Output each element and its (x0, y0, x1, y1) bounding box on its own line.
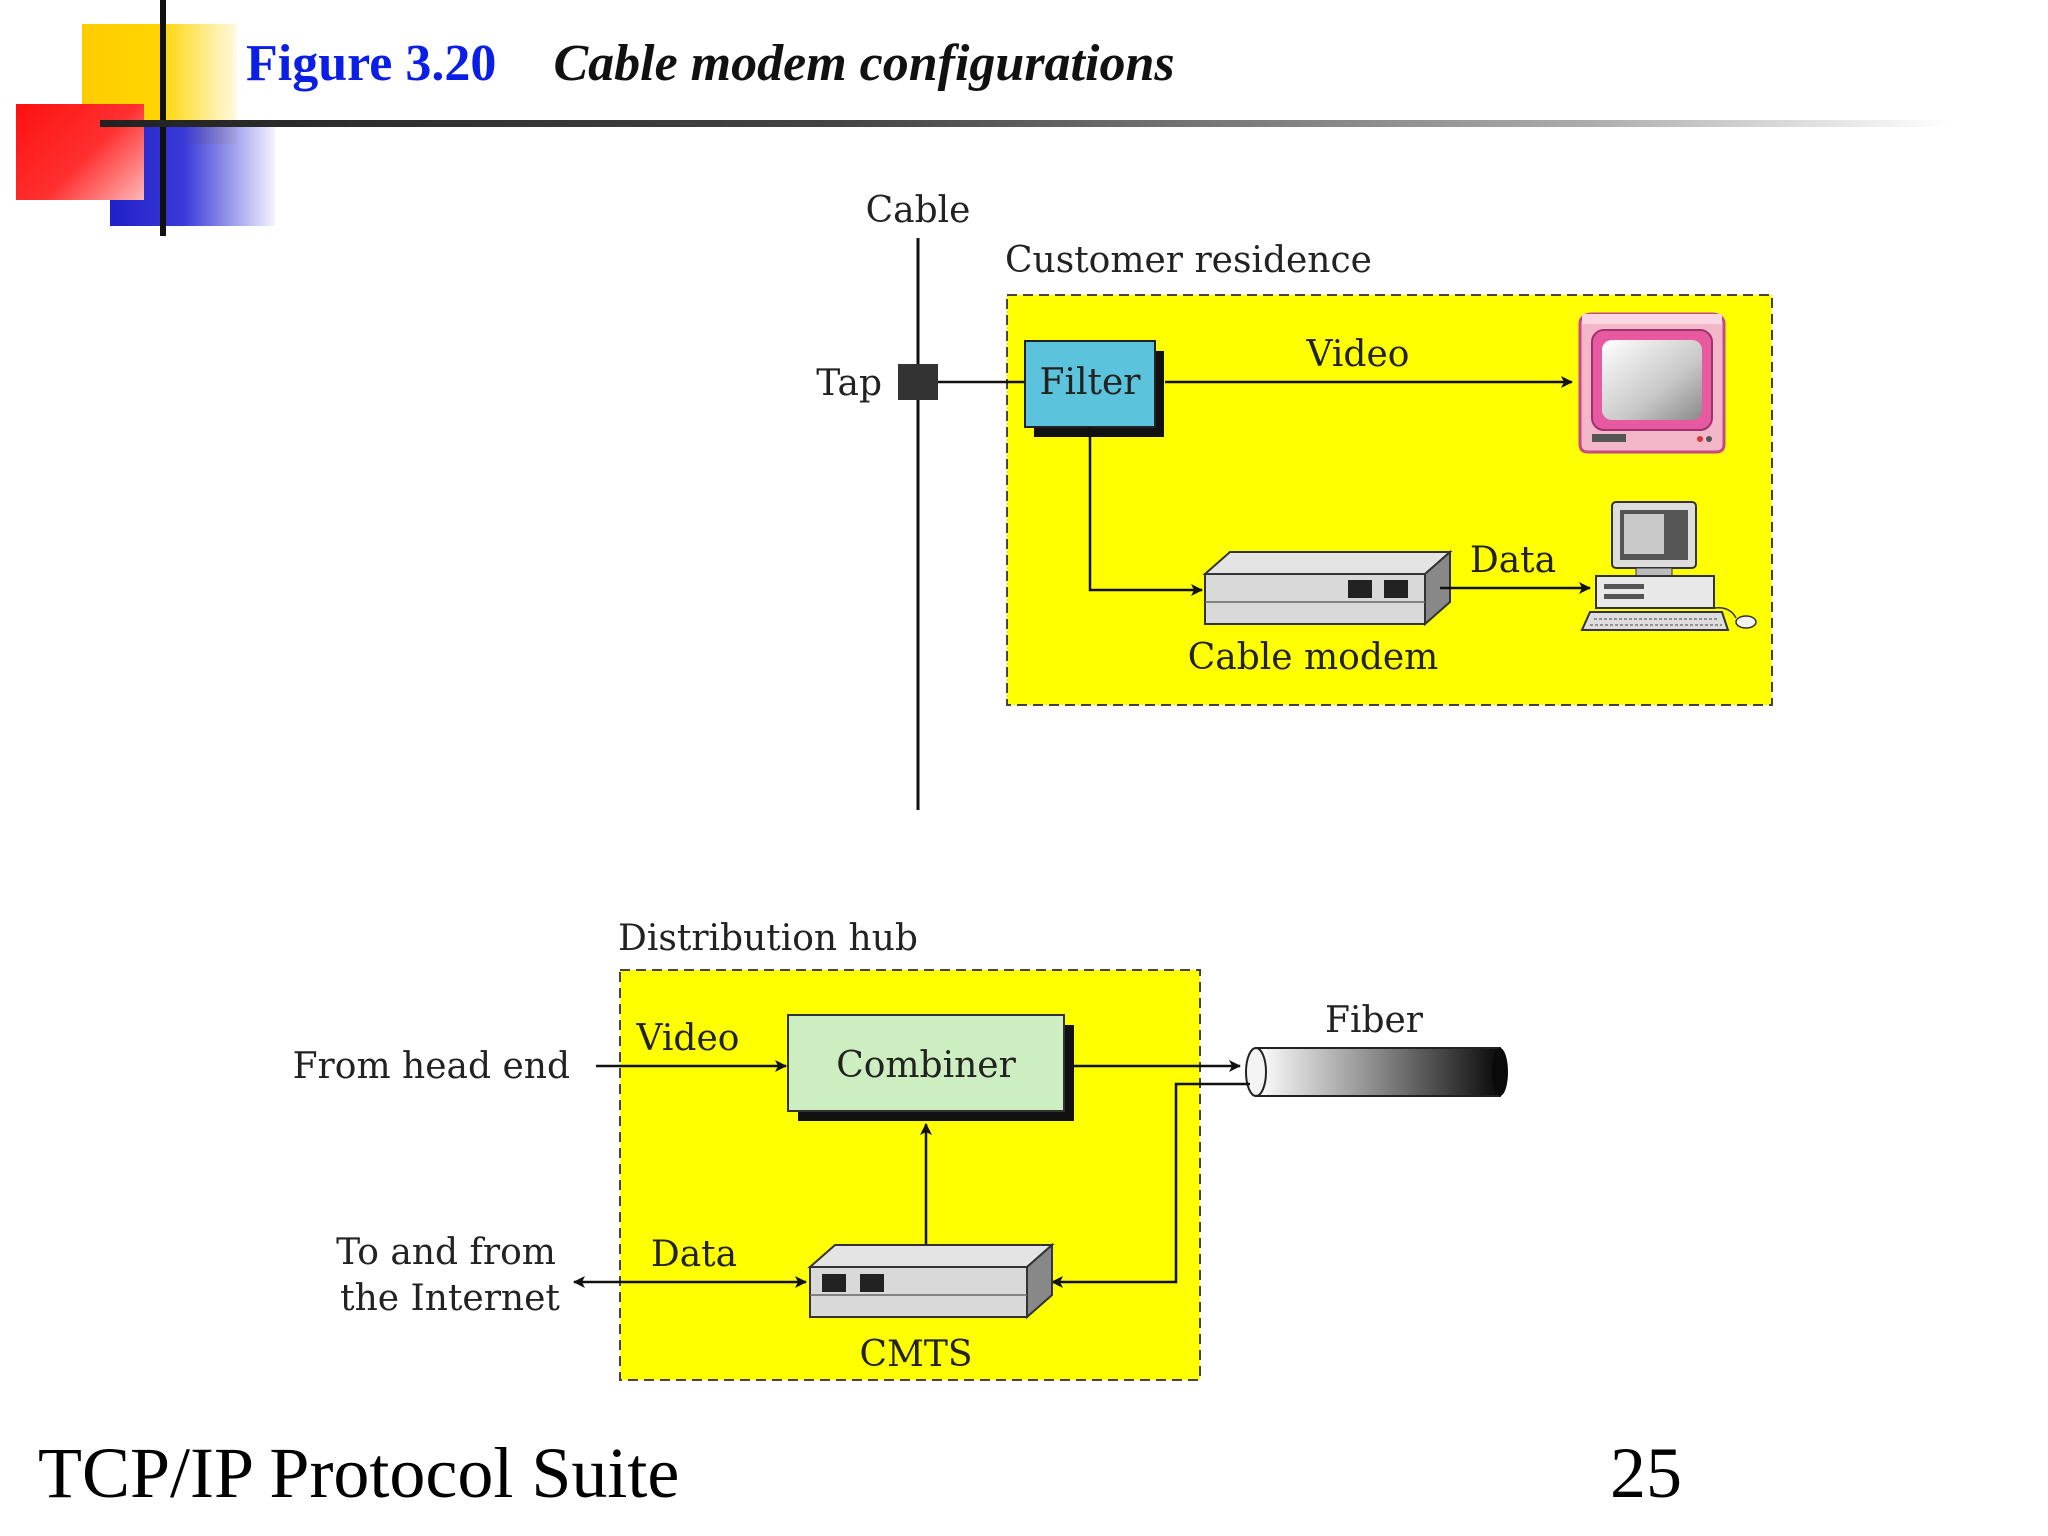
filter-label: Filter (1040, 362, 1142, 403)
fiber-to-cmts-arrow (1051, 1082, 1250, 1288)
figure-number: Figure 3.20 (246, 35, 497, 92)
television-icon (1578, 312, 1726, 454)
footer-title: TCP/IP Protocol Suite (38, 1433, 680, 1513)
cable-modem-label: Cable modem (1188, 637, 1439, 678)
combiner-label: Combiner (836, 1045, 1016, 1086)
data-label-bottom: Data (651, 1234, 737, 1275)
from-head-end-label: From head end (293, 1046, 570, 1087)
distribution-hub-label: Distribution hub (618, 918, 918, 959)
cmts-label: CMTS (859, 1334, 972, 1375)
cmts-icon (807, 1242, 1055, 1320)
page-number: 25 (1610, 1433, 1682, 1513)
combiner-box (787, 1014, 1065, 1112)
computer-icon (1580, 501, 1757, 631)
cable-modem-icon (1202, 549, 1453, 627)
video-label-top: Video (1306, 334, 1410, 375)
customer-residence-label: Customer residence (1005, 240, 1372, 281)
fiber-label: Fiber (1325, 1000, 1424, 1041)
cable-label: Cable (866, 190, 971, 231)
figure-title: Figure 3.20 Cable modem configurations (246, 34, 1175, 93)
deco-vertical-bar (160, 0, 166, 236)
data-label-top: Data (1470, 540, 1556, 581)
tap-label: Tap (816, 363, 882, 404)
tap-block (898, 364, 938, 400)
filter-to-modem-arrow (1088, 427, 1203, 596)
internet-label-line1: To and from (336, 1232, 556, 1273)
figure-caption: Cable modem configurations (553, 35, 1175, 92)
fiber-cable-icon (1245, 1047, 1508, 1097)
video-label-bottom: Video (636, 1018, 740, 1059)
title-rule (100, 120, 1950, 127)
internet-label-line2: the Internet (340, 1278, 560, 1319)
